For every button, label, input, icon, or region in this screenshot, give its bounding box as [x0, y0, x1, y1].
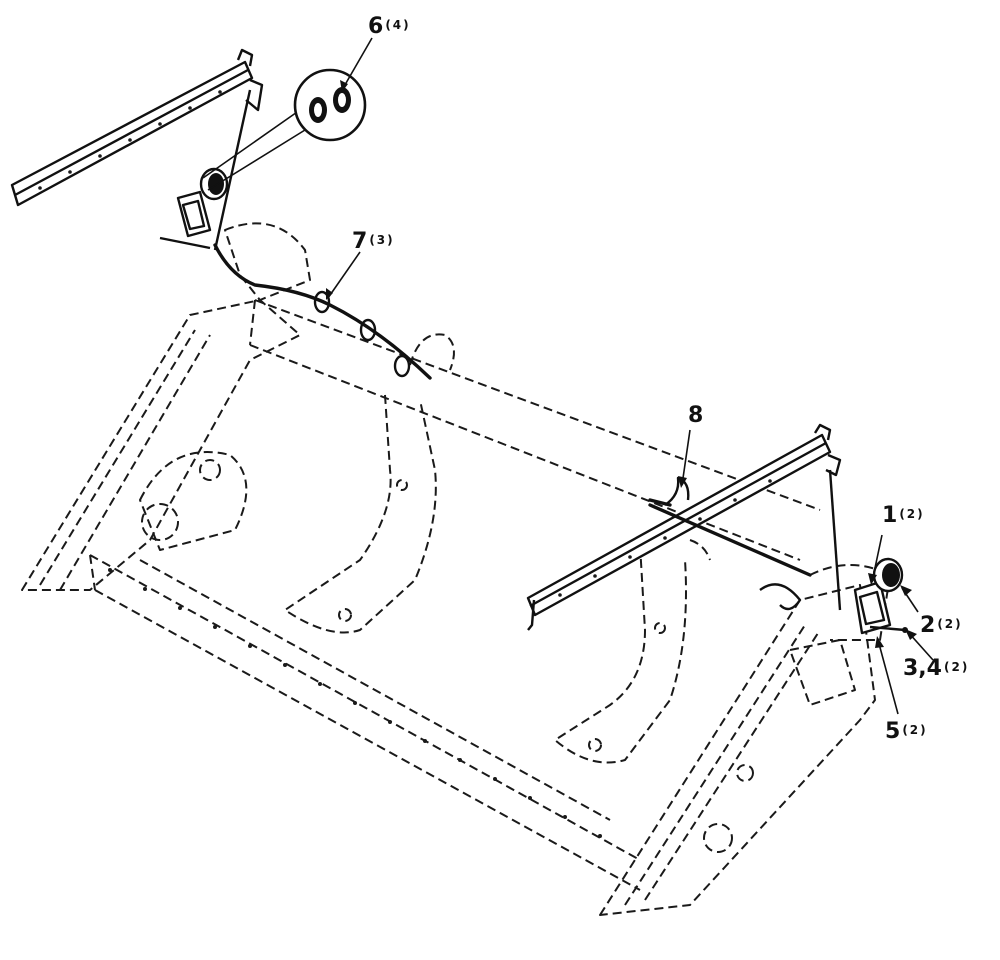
harness-connector	[648, 476, 690, 507]
callout-3-4-number: 3,4	[903, 656, 942, 681]
callout-6-qty: (4)	[385, 18, 410, 32]
header-frame	[21, 222, 891, 916]
callout-3-4: 3,4(2)	[903, 656, 969, 681]
left-reel-arm	[10, 48, 264, 251]
callout-8-number: 8	[688, 403, 703, 428]
callout-1-qty: (2)	[899, 507, 924, 521]
lens-detail	[202, 68, 367, 191]
right-reel-arm	[526, 423, 842, 631]
svg-text:8: 8	[688, 403, 703, 428]
callout-5-qty: (2)	[902, 723, 927, 737]
svg-text:5(2): 5(2)	[885, 719, 928, 744]
callout-6-number: 6	[368, 14, 383, 39]
svg-text:3,4(2): 3,4(2)	[903, 656, 969, 681]
callout-5: 5(2)	[885, 719, 928, 744]
svg-text:1(2): 1(2)	[882, 503, 925, 528]
svg-text:6(4): 6(4)	[368, 14, 411, 39]
callout-5-number: 5	[885, 719, 900, 744]
right-lamp-assembly	[853, 557, 908, 635]
callout-2-number: 2	[920, 613, 935, 638]
callout-2: 2(2)	[920, 613, 963, 638]
callout-1-number: 1	[882, 503, 897, 528]
callout-3-4-qty: (2)	[944, 660, 969, 674]
callout-1: 1(2)	[882, 503, 925, 528]
callout-7-qty: (3)	[369, 233, 394, 247]
callout-7-number: 7	[352, 229, 367, 254]
wiring-harness	[213, 243, 812, 611]
left-lamp-assembly	[159, 167, 229, 250]
svg-text:2(2): 2(2)	[920, 613, 963, 638]
callout-7: 7(3)	[352, 229, 395, 254]
leader-lines	[326, 37, 934, 715]
callout-8: 8	[688, 403, 703, 428]
callout-6: 6(4)	[368, 14, 411, 39]
svg-text:7(3): 7(3)	[352, 229, 395, 254]
callout-2-qty: (2)	[937, 617, 962, 631]
rear-channel-holes	[108, 568, 602, 838]
